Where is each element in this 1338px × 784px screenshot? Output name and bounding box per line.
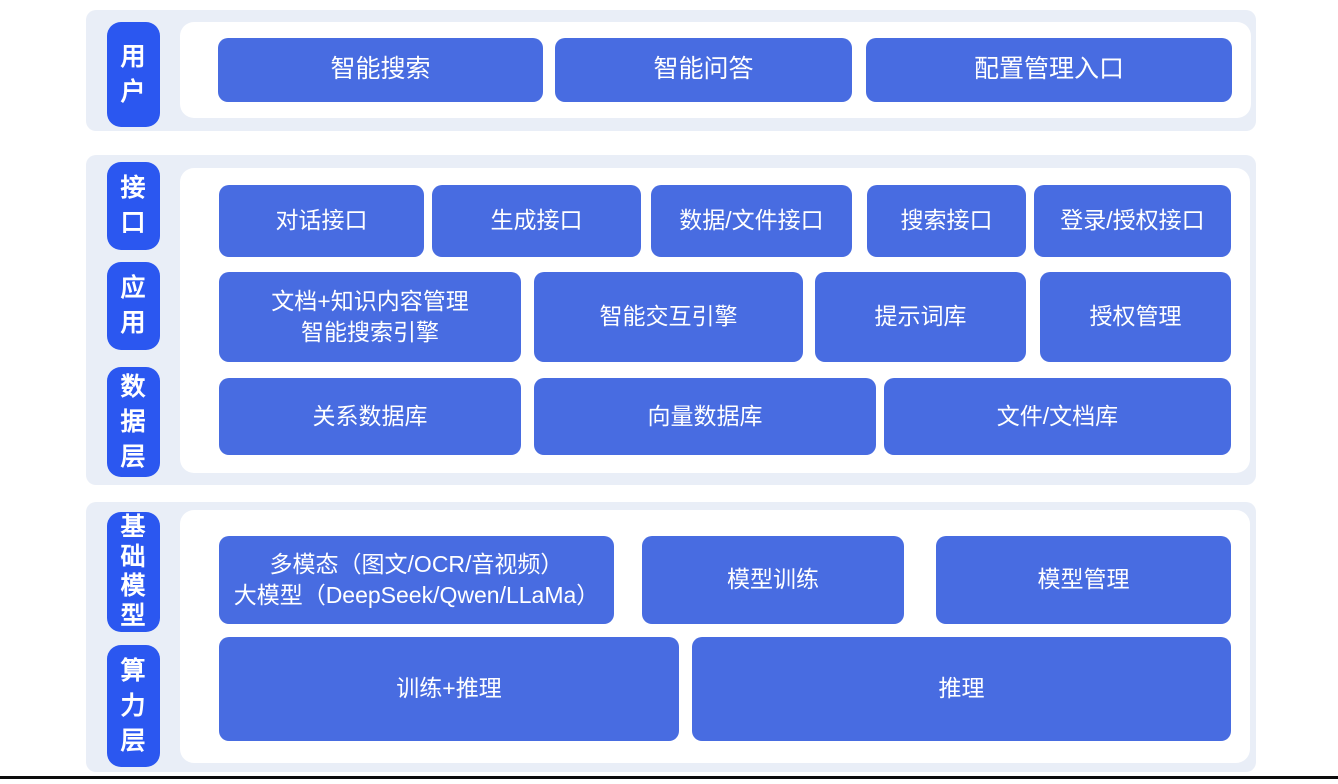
side-label-compute-layer: 算力层 <box>106 645 160 767</box>
model-compute-panel: 多模态（图文/OCR/音视频） 大模型（DeepSeek/Qwen/LLaMa）… <box>180 510 1250 763</box>
side-label-user: 用户 <box>106 22 160 127</box>
side-label-text: 基础模型 <box>120 513 146 630</box>
node-file-doc-store: 文件/文档库 <box>884 378 1231 455</box>
side-label-application: 应用 <box>106 262 160 350</box>
node-model-management: 模型管理 <box>936 536 1231 624</box>
side-label-column: 基础模型 算力层 <box>86 502 180 772</box>
node-prompt-library: 提示词库 <box>815 272 1026 362</box>
node-vector-db: 向量数据库 <box>534 378 876 455</box>
node-row: 关系数据库 向量数据库 文件/文档库 <box>219 378 1231 455</box>
side-label-text: 数据层 <box>120 372 146 471</box>
layer-group-user: 用户 智能搜索 智能问答 配置管理入口 <box>86 10 1256 131</box>
side-label-column: 用户 <box>86 10 180 131</box>
side-label-foundation-model: 基础模型 <box>106 512 160 632</box>
side-label-text: 算力层 <box>120 656 146 755</box>
node-training-inference: 训练+推理 <box>219 637 679 741</box>
side-label-text: 应用 <box>120 274 146 337</box>
node-auth-management: 授权管理 <box>1040 272 1231 362</box>
node-row: 智能搜索 智能问答 配置管理入口 <box>180 38 1251 102</box>
side-label-column: 接口 应用 数据层 <box>86 155 180 485</box>
layer-group-model-compute: 基础模型 算力层 多模态（图文/OCR/音视频） 大模型（DeepSeek/Qw… <box>86 502 1256 772</box>
layer-group-interface-app-data: 接口 应用 数据层 对话接口 生成接口 数据/文件接口 搜索接口 登录/授权接口… <box>86 155 1256 485</box>
side-label-data-layer: 数据层 <box>106 367 160 477</box>
node-relational-db: 关系数据库 <box>219 378 521 455</box>
node-doc-knowledge-search-engine: 文档+知识内容管理 智能搜索引擎 <box>219 272 521 362</box>
node-row: 训练+推理 推理 <box>219 637 1231 741</box>
node-row: 多模态（图文/OCR/音视频） 大模型（DeepSeek/Qwen/LLaMa）… <box>219 536 1231 624</box>
node-multimodal-llm: 多模态（图文/OCR/音视频） 大模型（DeepSeek/Qwen/LLaMa） <box>219 536 614 624</box>
node-smart-interaction-engine: 智能交互引擎 <box>534 272 803 362</box>
node-login-auth-api: 登录/授权接口 <box>1034 185 1231 257</box>
node-row: 文档+知识内容管理 智能搜索引擎 智能交互引擎 提示词库 授权管理 <box>219 272 1231 362</box>
node-data-file-api: 数据/文件接口 <box>651 185 852 257</box>
side-label-text: 接口 <box>120 174 146 237</box>
interface-app-data-panel: 对话接口 生成接口 数据/文件接口 搜索接口 登录/授权接口 文档+知识内容管理… <box>180 168 1250 473</box>
node-config-management-entry: 配置管理入口 <box>866 38 1232 102</box>
bottom-divider <box>0 776 1338 779</box>
node-smart-search: 智能搜索 <box>218 38 543 102</box>
node-inference: 推理 <box>692 637 1231 741</box>
side-label-interface: 接口 <box>106 162 160 250</box>
node-dialog-api: 对话接口 <box>219 185 424 257</box>
node-model-training: 模型训练 <box>642 536 904 624</box>
side-label-text: 用户 <box>120 42 146 106</box>
user-layer-panel: 智能搜索 智能问答 配置管理入口 <box>180 22 1251 118</box>
node-generation-api: 生成接口 <box>432 185 641 257</box>
node-smart-qa: 智能问答 <box>555 38 852 102</box>
node-search-api: 搜索接口 <box>867 185 1026 257</box>
node-row: 对话接口 生成接口 数据/文件接口 搜索接口 登录/授权接口 <box>219 185 1231 257</box>
